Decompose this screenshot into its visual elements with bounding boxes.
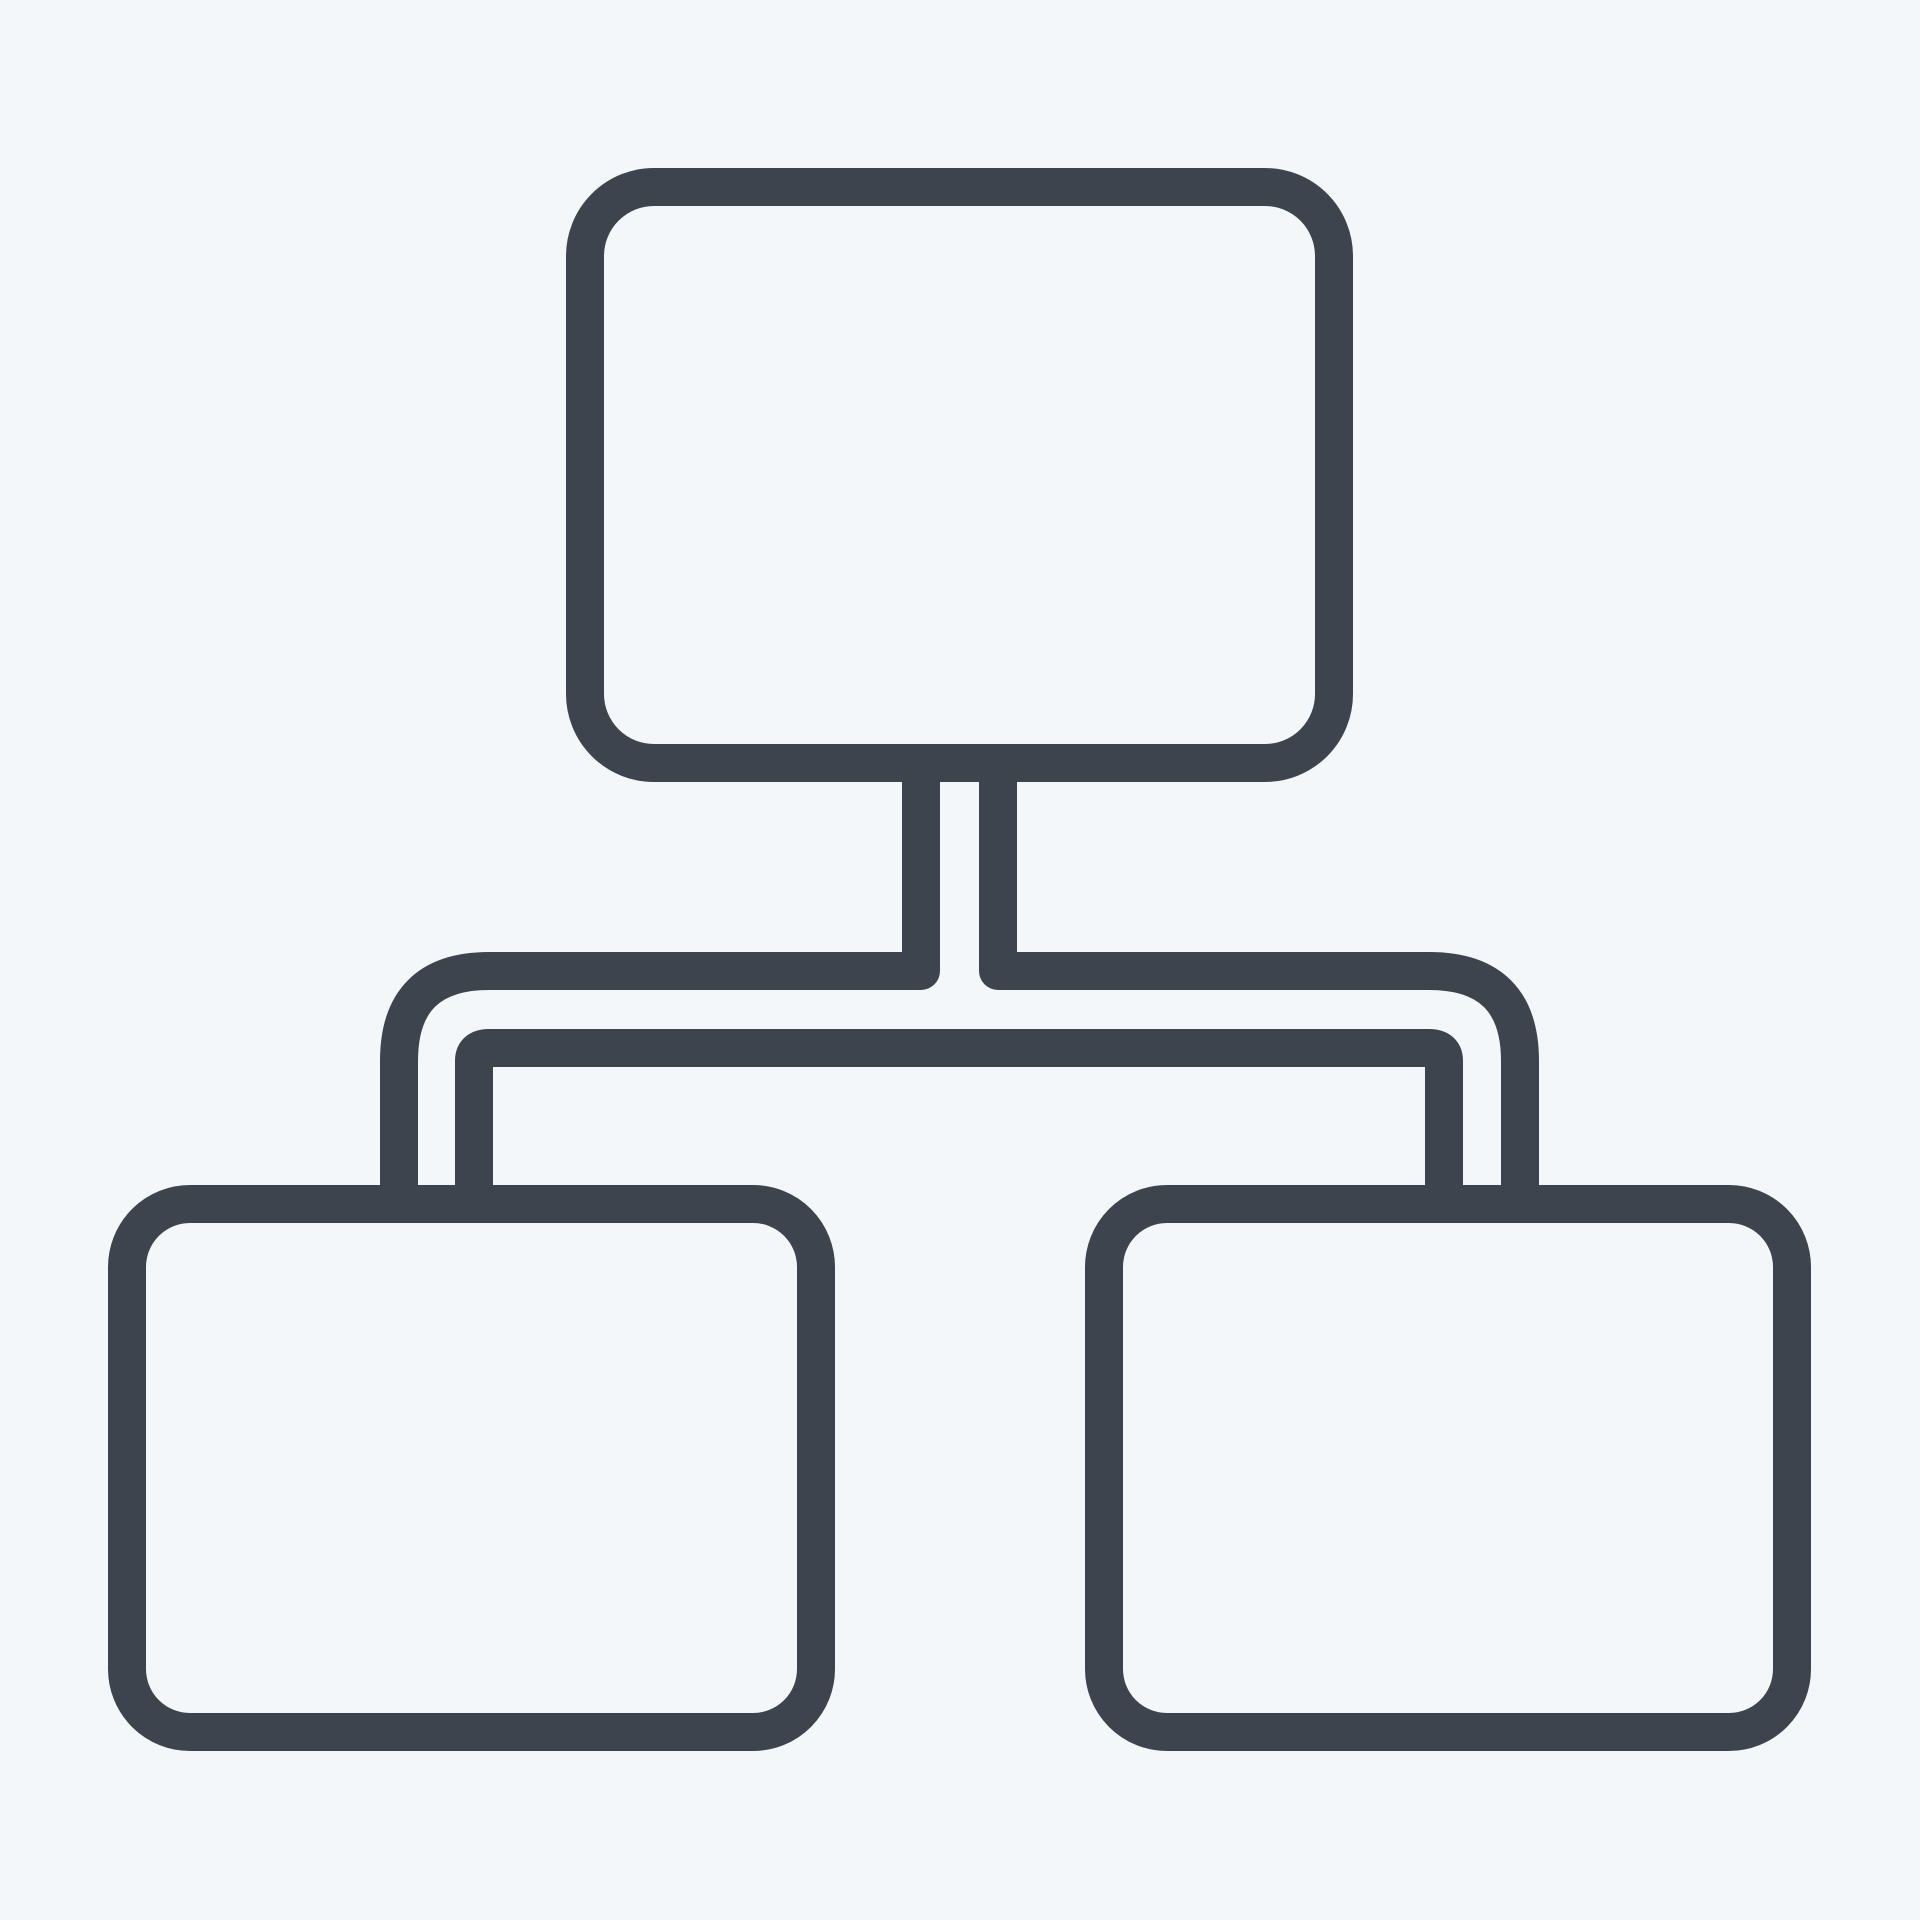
connector-path	[380, 744, 1539, 1223]
bottom-right-node-box	[1085, 1185, 1811, 1751]
top-node-box	[566, 168, 1353, 782]
bottom-left-node-box	[108, 1185, 835, 1751]
